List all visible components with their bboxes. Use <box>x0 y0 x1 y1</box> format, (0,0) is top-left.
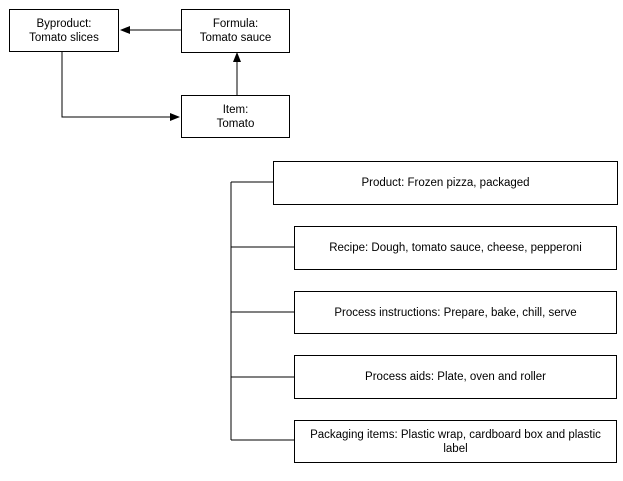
byproduct-box: Byproduct: Tomato slices <box>9 9 119 52</box>
product-box: Product: Frozen pizza, packaged <box>273 161 618 205</box>
product-text: Product: Frozen pizza, packaged <box>361 177 530 189</box>
item-value: Tomato <box>216 117 255 130</box>
process-aids-box: Process aids: Plate, oven and roller <box>294 355 617 399</box>
formula-value: Tomato sauce <box>199 32 272 44</box>
packaging-items-box: Packaging items: Plastic wrap, cardboard… <box>294 420 617 463</box>
arrow-byproduct-to-item <box>61 52 180 121</box>
formula-box: Formula: Tomato sauce <box>181 9 290 53</box>
process-instructions-box: Process instructions: Prepare, bake, chi… <box>294 291 617 334</box>
packaging-items-text: Packaging items: Plastic wrap, cardboard… <box>310 428 601 455</box>
item-box: Item: Tomato <box>181 95 290 138</box>
formula-label: Formula: <box>212 18 259 30</box>
process-aids-text: Process aids: Plate, oven and roller <box>365 371 546 383</box>
recipe-text: Recipe: Dough, tomato sauce, cheese, pep… <box>329 242 582 254</box>
byproduct-value: Tomato slices <box>29 31 99 44</box>
item-label: Item: <box>222 103 249 116</box>
process-instructions-text: Process instructions: Prepare, bake, chi… <box>334 306 577 319</box>
recipe-box: Recipe: Dough, tomato sauce, cheese, pep… <box>294 226 617 270</box>
byproduct-label: Byproduct: <box>36 17 92 30</box>
